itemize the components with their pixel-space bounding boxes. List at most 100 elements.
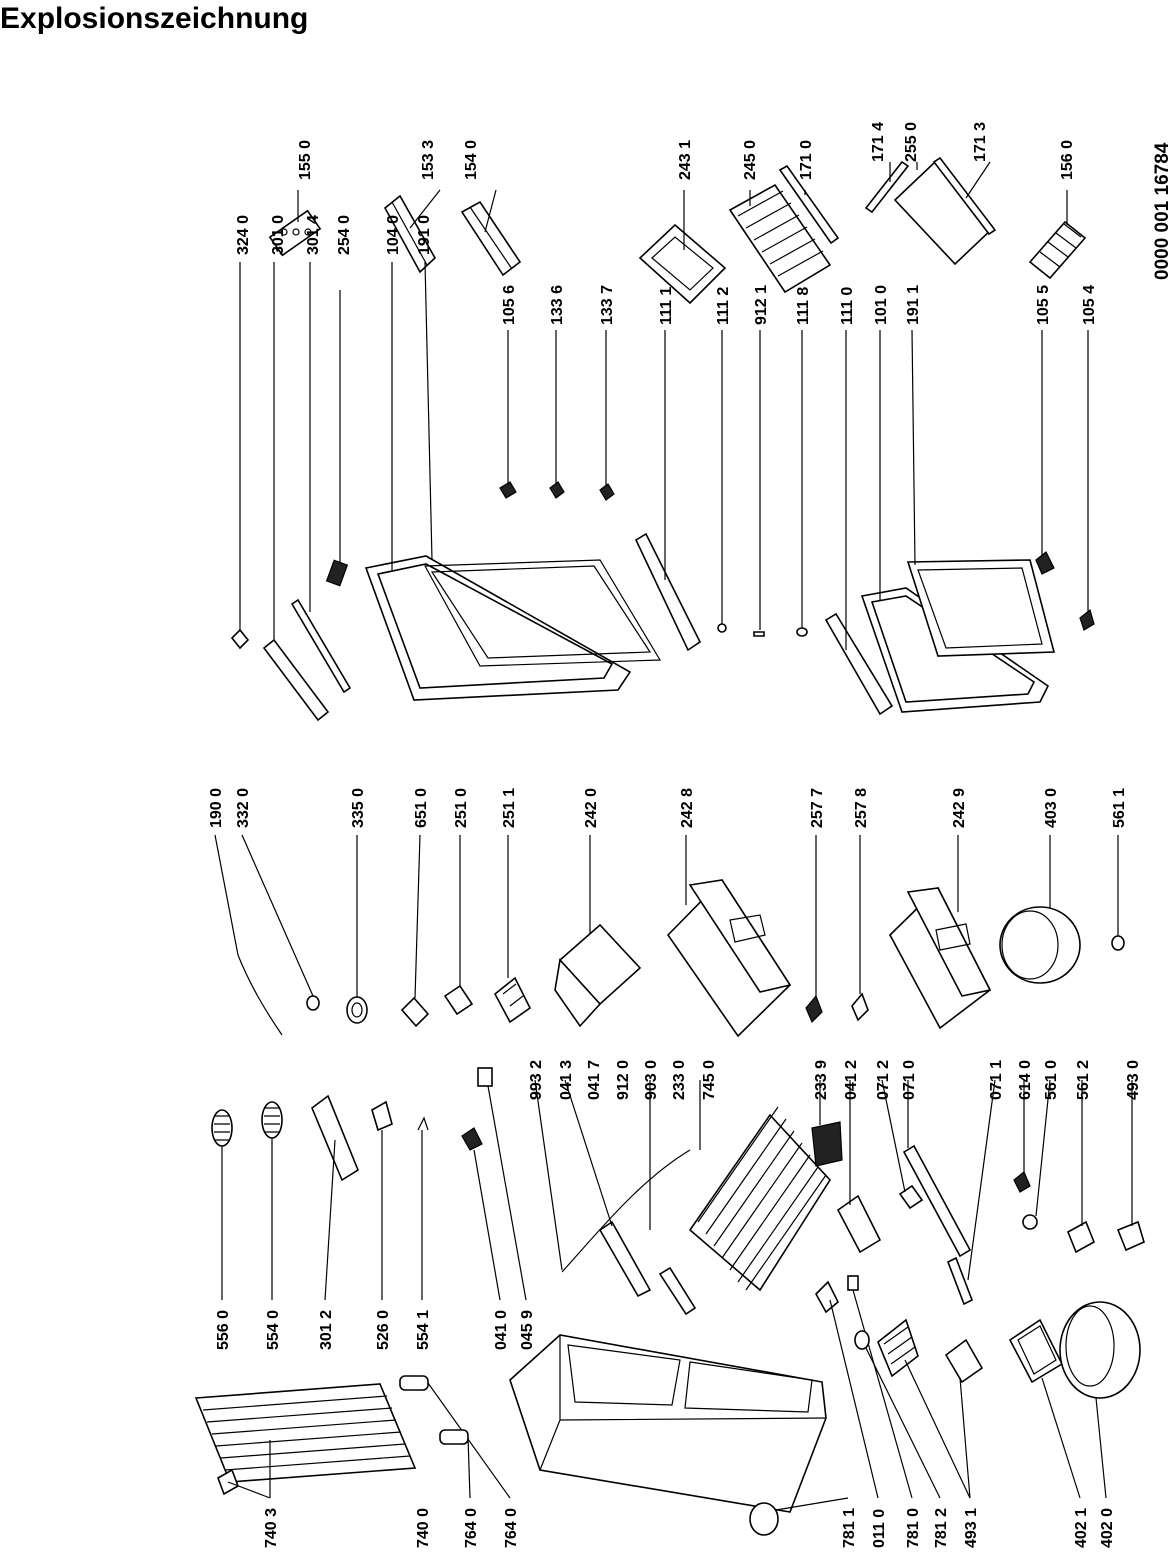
part-label: 071 0 — [901, 1060, 918, 1100]
drain-trough-part — [836, 1080, 882, 1254]
drain-plug-part — [241, 834, 320, 1011]
part-label: 045 9 — [519, 1310, 536, 1350]
part-label: 403 0 — [1043, 788, 1060, 828]
part-label: 242 0 — [583, 788, 600, 828]
lamp-socket-part — [400, 834, 430, 1028]
power-cord-rail-part — [902, 1080, 972, 1258]
door-shelf-lower-part — [460, 189, 522, 277]
shelf-trim-strip-part — [778, 164, 840, 245]
part-label: 071 2 — [875, 1060, 892, 1100]
relay-part — [1013, 1080, 1031, 1193]
compressor-part — [999, 835, 1081, 984]
part-label: 041 3 — [558, 1060, 575, 1100]
part-label: 254 0 — [336, 215, 353, 255]
document-number: 0000 001 16784 — [1152, 142, 1173, 280]
ventilation-grille-part — [877, 1318, 971, 1499]
egg-tray-part — [268, 190, 322, 257]
part-label: 105 6 — [501, 285, 518, 325]
part-label: 041 2 — [843, 1060, 860, 1100]
lamp-cover-part — [443, 835, 474, 1016]
upper-door-part — [364, 261, 662, 701]
part-label: 233 9 — [813, 1060, 830, 1100]
part-label: 111 1 — [658, 287, 675, 325]
part-label: 912 1 — [753, 285, 770, 325]
part-label: 041 7 — [586, 1060, 603, 1100]
screw-ring-part — [717, 330, 727, 633]
condenser-filter-upper-part — [399, 1375, 511, 1499]
part-label: 740 3 — [263, 1508, 280, 1548]
part-label: 561 2 — [1075, 1060, 1092, 1100]
evaporator-side-rails-part — [564, 1079, 697, 1316]
part-label: 554 0 — [265, 1310, 282, 1350]
condenser-bracket-part — [217, 1468, 271, 1499]
part-label: 764 0 — [463, 1508, 480, 1548]
part-label: 493 1 — [963, 1508, 980, 1548]
cable-harness-part — [534, 1079, 691, 1273]
part-label: 257 7 — [809, 788, 826, 828]
hinge-pin-part — [1079, 330, 1095, 631]
handle-bar-part — [262, 262, 352, 722]
part-label: 251 1 — [501, 788, 518, 828]
part-label: 993 2 — [528, 1060, 545, 1100]
part-label: 111 0 — [839, 287, 856, 325]
part-label: 335 0 — [350, 788, 367, 828]
part-label: 764 0 — [503, 1508, 520, 1548]
part-label: 301 2 — [318, 1310, 335, 1350]
fuse-part — [1111, 835, 1125, 951]
part-label: 561 0 — [1043, 1060, 1060, 1100]
hook-part — [417, 1116, 429, 1300]
part-label: 154 0 — [463, 140, 480, 180]
foot-screw-part — [847, 1275, 913, 1499]
control-panel-part — [311, 1094, 359, 1301]
part-label: 133 6 — [549, 285, 566, 325]
cabinet-body-part — [509, 1334, 827, 1513]
power-cord-part — [946, 1079, 996, 1306]
cable-clip-part — [461, 1127, 501, 1301]
condenser-filter-lower-part — [439, 1429, 471, 1499]
overload-protector-part — [1022, 1079, 1051, 1230]
hinge-small-upper-part — [499, 330, 517, 499]
part-label: 041 0 — [493, 1310, 510, 1350]
page-title: Explosionszeichnung — [0, 2, 309, 35]
foot-left-part — [815, 1280, 879, 1499]
part-label: 740 0 — [415, 1508, 432, 1548]
door-rail-lower-part — [824, 330, 894, 716]
starter-box-part — [1066, 1080, 1096, 1254]
part-label: 332 0 — [235, 788, 252, 828]
evaporator-grid-part — [688, 1080, 832, 1292]
part-label: 105 5 — [1035, 285, 1052, 325]
part-label: 614 0 — [1017, 1060, 1034, 1100]
part-label: 104 0 — [385, 215, 402, 255]
freezer-drawer-lower-part — [889, 835, 992, 1030]
part-label: 133 7 — [599, 285, 616, 325]
drain-tube-part — [214, 834, 283, 1036]
part-label: 242 8 — [679, 788, 696, 828]
part-label: 781 2 — [933, 1508, 950, 1548]
light-bulb-part — [371, 1100, 393, 1300]
part-label: 912 0 — [615, 1060, 632, 1100]
part-label: 402 0 — [1099, 1508, 1116, 1548]
clip-left-part — [805, 835, 823, 1024]
freezer-drawer-upper-part — [666, 835, 792, 1038]
hinge-cap-lower-part — [599, 330, 615, 501]
part-label: 745 0 — [701, 1060, 718, 1100]
part-label: 243 1 — [677, 140, 694, 180]
part-labels: 155 0 153 3 154 0 243 1 245 0 171 0 171 … — [208, 122, 1142, 1548]
evaporator-clip-part — [811, 1080, 843, 1167]
door-stop-part — [749, 1497, 849, 1536]
part-label: 257 8 — [853, 788, 870, 828]
part-label: 781 1 — [841, 1508, 858, 1548]
part-label: 781 0 — [905, 1508, 922, 1548]
thermostat-spring-upper-part — [211, 1109, 233, 1300]
compressor-mount-part — [944, 1338, 984, 1499]
part-label: 903 0 — [643, 1060, 660, 1100]
light-switch-part — [493, 835, 532, 1024]
door-bracket-part — [325, 290, 349, 587]
part-label: 011 0 — [871, 1509, 888, 1548]
part-label: 071 1 — [988, 1060, 1005, 1100]
part-label: 155 0 — [297, 140, 314, 180]
part-label: 493 0 — [1125, 1060, 1142, 1100]
part-label: 554 1 — [415, 1310, 432, 1350]
part-label: 171 4 — [870, 122, 887, 162]
